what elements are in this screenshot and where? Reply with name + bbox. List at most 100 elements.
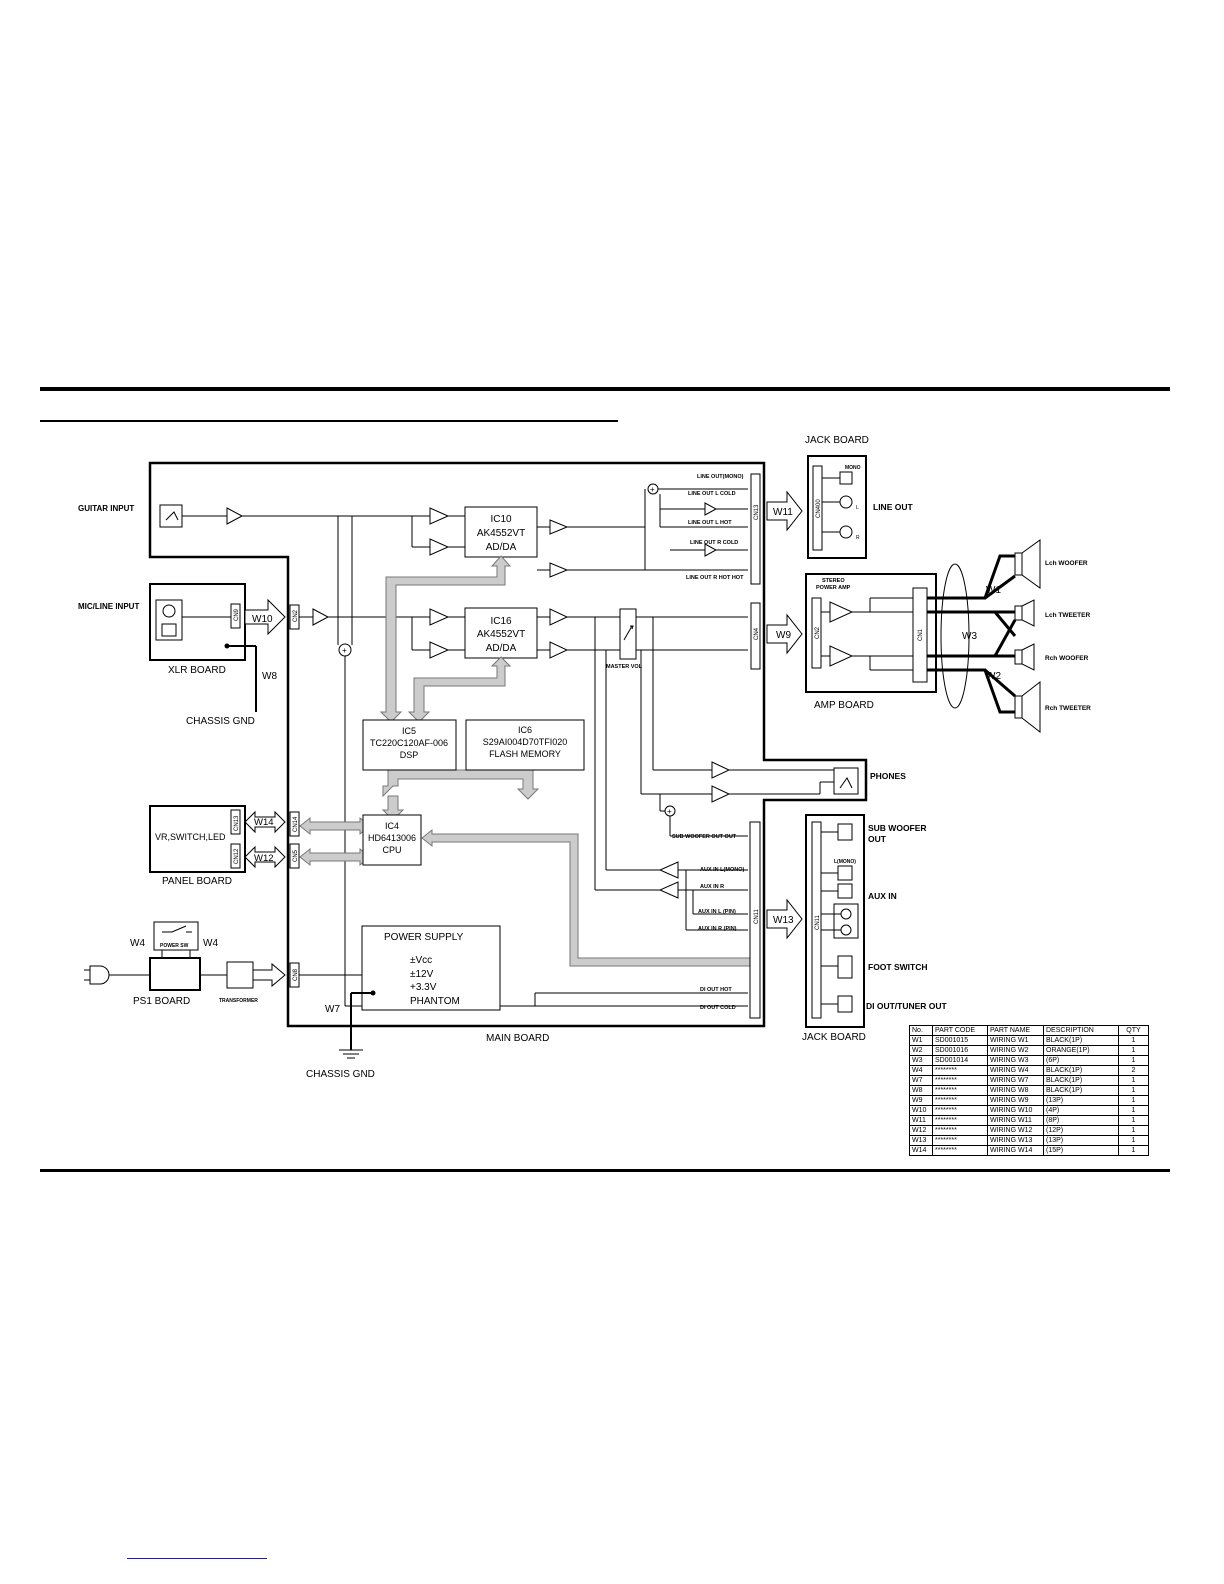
table-cell: (13P): [1043, 1095, 1119, 1106]
line-r-label: R: [856, 535, 860, 541]
panel-board-label: PANEL BOARD: [162, 876, 232, 887]
table-cell: 1: [1118, 1135, 1149, 1146]
rch-tweeter-label: Rch TWEETER: [1045, 705, 1091, 712]
panel-cn12-connector: [230, 843, 241, 869]
amp-cn1-label: CN1: [918, 628, 924, 641]
speaker-rch-tweeter: [1014, 680, 1041, 734]
phones-amp-l: [711, 761, 731, 779]
table-cell: WIRING W3: [987, 1055, 1044, 1066]
cn14-label: CN14: [293, 816, 299, 832]
table-cell: BLACK(1P): [1043, 1035, 1119, 1046]
table-cell: BLACK(1P): [1043, 1065, 1119, 1076]
chassis-gnd-2: CHASSIS GND: [306, 1069, 375, 1080]
power-supply-title: POWER SUPPLY: [384, 932, 464, 943]
w3-bundle: [940, 563, 970, 709]
ic5-func: DSP: [400, 750, 419, 760]
table-cell: (12P): [1043, 1125, 1119, 1136]
table-cell: 1: [1118, 1125, 1149, 1136]
table-cell: WIRING W1: [987, 1035, 1044, 1046]
col-part-name: PART NAME: [987, 1025, 1044, 1036]
cn13-label: CN13: [754, 504, 760, 520]
col-qty: QTY: [1118, 1025, 1149, 1036]
table-cell: (6P): [1043, 1055, 1119, 1066]
table-cell: W9: [909, 1095, 933, 1106]
aux-amp-r: [658, 881, 679, 899]
svg-text:+: +: [667, 807, 672, 816]
mic-preamp: [312, 608, 330, 626]
svg-text:+: +: [650, 485, 655, 494]
guitar-jack-icon: [159, 504, 183, 528]
aux-in-label: AUX IN: [868, 891, 897, 901]
table-cell: ********: [932, 1095, 988, 1106]
w7-label: W7: [325, 1004, 340, 1015]
panel-board: [149, 805, 246, 873]
main-board-label: MAIN BOARD: [486, 1033, 549, 1044]
table-cell: WIRING W8: [987, 1085, 1044, 1096]
table-cell: ********: [932, 1085, 988, 1096]
rch-woofer-label: Rch WOOFER: [1045, 655, 1089, 662]
sig-line-out-r-cold: LINE OUT R COLD: [690, 540, 738, 546]
di-out-label: DI OUT/TUNER OUT: [866, 1001, 948, 1011]
ac-plug-icon: [84, 965, 110, 985]
w9-label: W9: [776, 630, 791, 641]
cn400-connector: [812, 465, 823, 551]
table-cell: W2: [909, 1045, 933, 1056]
w14-label: W14: [254, 817, 274, 828]
table-cell: ********: [932, 1145, 988, 1156]
jack-cn11-label: CN11: [815, 914, 821, 930]
table-cell: W3: [909, 1055, 933, 1066]
panel-content-label: VR,SWITCH,LED: [155, 832, 226, 842]
w4a-label: W4: [130, 938, 145, 949]
guitar-input-label: GUITAR INPUT: [78, 504, 134, 513]
w13-label: W13: [773, 915, 794, 926]
w13-arrow: [766, 898, 803, 940]
table-cell: ********: [932, 1115, 988, 1126]
table-cell: 1: [1118, 1145, 1149, 1156]
table-cell: WIRING W7: [987, 1075, 1044, 1086]
amp-r: [829, 645, 854, 667]
wiring-parts-table: No. PART CODE PART NAME DESCRIPTION QTY …: [909, 1025, 1149, 1156]
sub-woofer-label-2: OUT: [868, 834, 887, 844]
col-part-code: PART CODE: [932, 1025, 988, 1036]
cn11-label: CN11: [754, 908, 760, 924]
w12-label: W12: [254, 853, 274, 864]
w11-label: W11: [773, 507, 793, 518]
ic4-label: IC4: [385, 821, 399, 831]
w8-label: W8: [262, 671, 277, 682]
ic5-label: IC5: [402, 726, 416, 736]
table-row: W10********WIRING W10(4P)1: [909, 1105, 1149, 1116]
table-cell: W8: [909, 1085, 933, 1096]
jack-board-top-label: JACK BOARD: [805, 435, 869, 446]
ic6-box: [465, 719, 585, 771]
guitar-preamp: [226, 507, 244, 525]
ic4-part: HD6413006: [368, 833, 416, 843]
sig-aux-in-r: AUX IN R: [700, 884, 724, 890]
w10-label: W10: [252, 614, 273, 625]
ic6-label: IC6: [518, 725, 532, 735]
cn4-label: CN4: [754, 627, 760, 640]
col-description: DESCRIPTION: [1043, 1025, 1119, 1036]
xlr-l-icon: [839, 495, 853, 509]
table-cell: 1: [1118, 1035, 1149, 1046]
table-cell: BLACK(1P): [1043, 1085, 1119, 1096]
table-cell: WIRING W11: [987, 1115, 1044, 1126]
top-rule: [40, 387, 1170, 391]
table-cell: WIRING W4: [987, 1065, 1044, 1076]
table-cell: WIRING W10: [987, 1105, 1044, 1116]
sig-sub-woofer-out: SUB WOOFER OUT OUT: [672, 834, 737, 840]
aux-l-jack: [837, 865, 853, 881]
w2-label: W2: [986, 671, 1001, 682]
speaker-lch-woofer: [1014, 539, 1041, 589]
sig-aux-in-l-mono: AUX IN L(MONO): [700, 867, 744, 873]
foot-switch-jack: [837, 955, 853, 979]
table-cell: ********: [932, 1135, 988, 1146]
table-cell: SD001014: [932, 1055, 988, 1066]
phone-input-icon: [161, 623, 177, 637]
power-supply-box: [361, 925, 501, 1011]
ic10-box: [464, 506, 538, 558]
transformer-label: TRANSFORMER: [219, 998, 258, 1004]
